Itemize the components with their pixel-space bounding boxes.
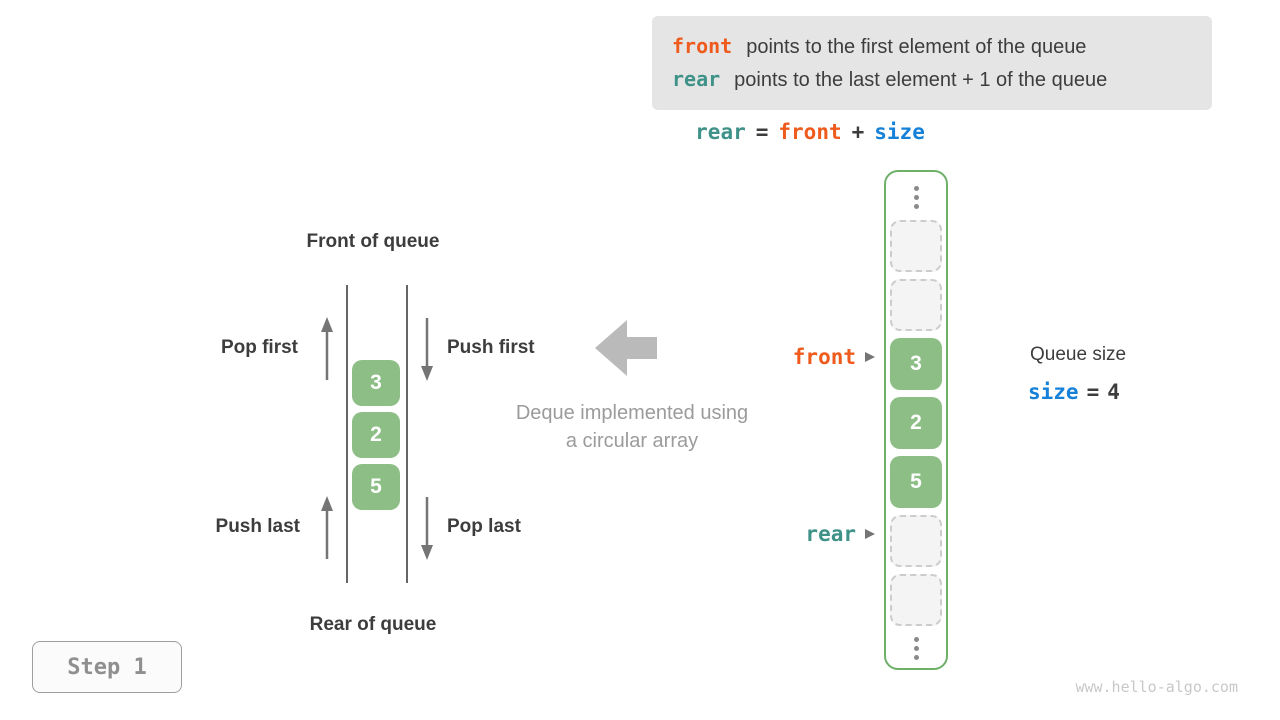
array-cell-value: 2 <box>890 397 942 449</box>
size-equals: = <box>1086 380 1100 404</box>
deque-cell: 2 <box>352 412 400 458</box>
front-pointer: front <box>720 345 875 369</box>
watermark: www.hello-algo.com <box>1075 678 1238 696</box>
array-cell-empty <box>890 574 942 626</box>
formula-rear: rear <box>695 120 746 144</box>
deque-cell: 5 <box>352 464 400 510</box>
pop-last-label: Pop last <box>447 516 521 537</box>
rear-description: points to the last element + 1 of the qu… <box>734 69 1108 91</box>
caption-line2: a circular array <box>565 430 699 452</box>
caption-line1: Deque implemented using <box>515 402 749 424</box>
formula-plus: + <box>851 120 865 144</box>
left-block-arrow-icon <box>595 320 657 376</box>
formula-front: front <box>778 120 842 144</box>
array-cell-empty <box>890 220 942 272</box>
size-variable: size <box>1028 380 1079 404</box>
array-cell-value: 5 <box>890 456 942 508</box>
rear-of-queue-label: Rear of queue <box>309 614 437 635</box>
pop-first-label: Pop first <box>220 337 298 358</box>
legend-line-front: front points to the first element of the… <box>672 34 1212 59</box>
down-arrow-icon <box>421 318 433 381</box>
formula-rear-front-size: rear = front + size <box>650 120 970 144</box>
rear-pointer: rear <box>720 522 875 546</box>
front-pointer-label: front <box>792 345 856 369</box>
pointer-arrow-icon <box>865 529 875 539</box>
legend-line-rear: rear points to the last element + 1 of t… <box>672 67 1212 92</box>
array-cell-empty <box>890 515 942 567</box>
down-arrow-icon <box>421 497 433 560</box>
rear-pointer-label: rear <box>805 522 856 546</box>
pointer-arrow-icon <box>865 352 875 362</box>
queue-size-label: Queue size <box>1030 344 1127 365</box>
circular-array: 3 2 5 <box>884 170 948 670</box>
size-value: 4 <box>1107 380 1120 404</box>
array-cell-value: 3 <box>890 338 942 390</box>
formula-equals: = <box>755 120 769 144</box>
queue-size-expression: size = 4 <box>1028 380 1128 404</box>
legend-box: front points to the first element of the… <box>652 16 1212 110</box>
ellipsis-icon <box>913 633 919 664</box>
deque-cell: 3 <box>352 360 400 406</box>
formula-size: size <box>874 120 925 144</box>
caption: Deque implemented using a circular array <box>482 399 782 455</box>
front-keyword: front <box>672 34 733 58</box>
rear-keyword: rear <box>672 67 721 91</box>
front-of-queue-label: Front of queue <box>306 231 440 252</box>
push-first-label: Push first <box>447 337 535 358</box>
push-last-label: Push last <box>215 516 300 537</box>
array-cell-empty <box>890 279 942 331</box>
up-arrow-icon <box>321 317 333 380</box>
queue-wall-left <box>346 285 348 583</box>
step-badge: Step 1 <box>32 641 182 693</box>
front-description: points to the first element of the queue <box>746 36 1087 58</box>
up-arrow-icon <box>321 496 333 559</box>
ellipsis-icon <box>913 182 919 213</box>
queue-wall-right <box>406 285 408 583</box>
